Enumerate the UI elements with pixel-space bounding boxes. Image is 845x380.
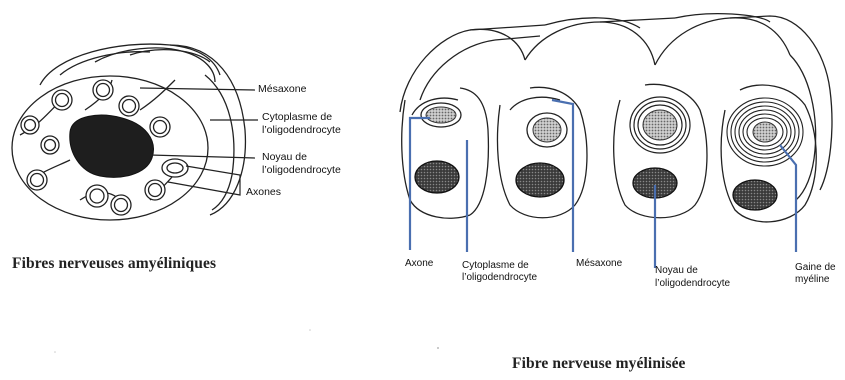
label-axone: Axone <box>405 258 433 270</box>
axon <box>162 159 188 177</box>
axon <box>41 136 59 154</box>
tube-outline <box>655 18 790 65</box>
label-noyau-left-2: l’oligodendrocyte <box>262 164 341 177</box>
label-cytoplasme-left-1: Cytoplasme de <box>262 111 332 124</box>
label-gaine-2: myéline <box>795 274 829 286</box>
caption-myelinated: Fibre nerveuse myélinisée <box>512 355 686 373</box>
fiber-1-nucleus <box>415 161 459 193</box>
tube-outline <box>420 40 495 100</box>
tube-back-curve-2 <box>95 48 215 82</box>
tube-outline <box>400 29 525 112</box>
tube-top <box>545 18 640 28</box>
label-mesaxone-left: Mésaxone <box>258 83 306 96</box>
speck <box>54 351 56 353</box>
leader-gaine <box>780 145 796 252</box>
leader-mesaxone <box>140 88 255 90</box>
label-noyau-right-1: Noyau de <box>655 265 698 277</box>
fiber-1-axon <box>426 107 456 123</box>
speck <box>437 347 439 349</box>
axon <box>86 185 108 207</box>
label-cytoplasme-left-2: l’oligodendrocyte <box>262 124 341 137</box>
fiber-2-nucleus <box>516 163 564 197</box>
label-axones: Axones <box>246 186 281 199</box>
axon <box>21 116 39 134</box>
leader-noyau <box>150 155 255 158</box>
label-noyau-right-2: l’oligodendrocyte <box>655 278 730 290</box>
tube-top <box>470 25 545 30</box>
tube-top <box>495 36 540 40</box>
right-leader-lines <box>410 100 796 268</box>
fiber-3-axon <box>643 110 677 140</box>
tube-back-curve <box>60 52 150 75</box>
label-mesaxone-right: Mésaxone <box>576 258 622 270</box>
label-gaine-1: Gaine de <box>795 262 836 274</box>
fiber-4-nucleus <box>733 180 777 210</box>
tube-outline <box>525 22 655 65</box>
fiber-2-axon <box>533 118 561 142</box>
oligodendrocyte-nucleus <box>70 115 154 177</box>
label-noyau-left-1: Noyau de <box>262 151 307 164</box>
label-cytoplasme-right-1: Cytoplasme de <box>462 260 529 272</box>
caption-unmyelinated: Fibres nerveuses amyéliniques <box>12 255 216 273</box>
speck <box>309 329 311 331</box>
fiber-4-axon <box>753 122 777 142</box>
fiber-1-outline <box>460 88 488 215</box>
label-cytoplasme-right-2: l’oligodendrocyte <box>462 272 537 284</box>
